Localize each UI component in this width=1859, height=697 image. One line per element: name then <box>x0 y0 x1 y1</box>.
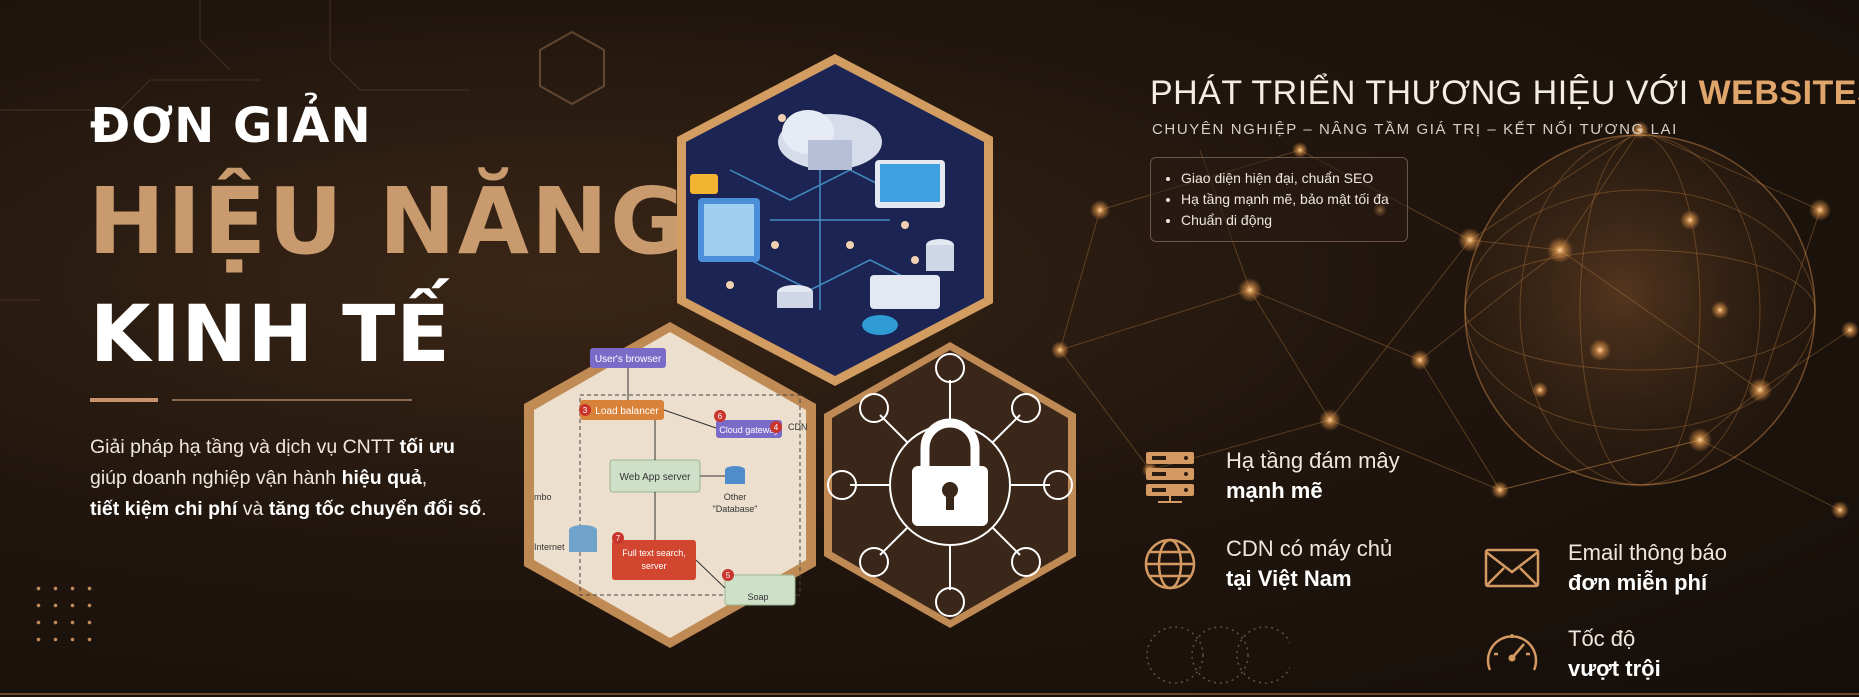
service-email: Email thông báo đơn miễn phí <box>1484 538 1727 598</box>
feature-list-box: Giao diện hiện đại, chuẩn SEO Hạ tầng mạ… <box>1150 157 1408 242</box>
hexagon-security-illustration <box>824 342 1076 628</box>
feature-item: Giao diện hiện đại, chuẩn SEO <box>1181 168 1407 189</box>
service-label-bold: đơn miễn phí <box>1568 570 1708 595</box>
accent-rule-long <box>172 399 412 401</box>
diagram-server: server <box>641 561 666 571</box>
diagram-cloud-gateway: Cloud gateway <box>719 425 779 435</box>
desc-bold: hiệu quả <box>341 467 422 489</box>
globe-network-graphic <box>1051 121 1859 519</box>
service-label: Email thông báo <box>1568 540 1727 565</box>
service-label: Hạ tầng đám mây <box>1226 448 1400 473</box>
diagram-badge: 3 <box>583 406 588 415</box>
diagram-database: "Database" <box>713 504 758 514</box>
diagram-internet: Internet <box>534 542 565 552</box>
diagram-full-text-search: Full text search, <box>622 548 686 558</box>
envelope-icon <box>1484 548 1540 588</box>
diagram-users-browser: User's browser <box>595 354 662 365</box>
diagram-load-balancer: Load balancer <box>595 406 659 417</box>
hexagon-cloud-illustration <box>677 54 993 386</box>
diagram-other: Other <box>724 492 747 502</box>
desc-text: giúp doanh nghiệp vận hành <box>90 467 342 489</box>
service-label-bold: vượt trội <box>1568 656 1661 681</box>
diagram-soap: Soap <box>747 592 768 602</box>
right-title-prefix: PHÁT TRIỂN THƯƠNG HIỆU VỚI <box>1150 74 1699 112</box>
headline-line-1: ĐƠN GIẢN <box>90 98 372 154</box>
feature-item: Chuẩn di động <box>1181 210 1407 231</box>
padlock-shackle-icon <box>920 418 980 468</box>
diagram-badge: 5 <box>726 571 731 580</box>
right-subtitle: CHUYÊN NGHIỆP – NÂNG TẦM GIÁ TRỊ – KẾT N… <box>1152 121 1678 138</box>
desc-text: . <box>481 498 487 520</box>
hexagon-architecture-diagram: User's browser Load balancer 3 Cloud gat… <box>524 322 816 648</box>
service-label: CDN có máy chủ <box>1226 536 1393 561</box>
desc-text: và <box>237 498 269 520</box>
diagram-web-app-server: Web App server <box>620 472 692 483</box>
diagram-badge: 6 <box>718 412 723 421</box>
diagram-badge: 7 <box>616 534 621 543</box>
desc-text: , <box>421 467 428 489</box>
diagram-cdn: CDN <box>788 422 808 432</box>
service-cdn: CDN có máy chủ tại Việt Nam <box>1142 534 1392 594</box>
desc-bold: tăng tốc chuyển đổi số <box>268 498 482 520</box>
service-label-bold: mạnh mẽ <box>1226 478 1323 503</box>
service-label-bold: tại Việt Nam <box>1226 566 1352 591</box>
service-label: Tốc độ <box>1568 626 1636 651</box>
desc-bold: tiết kiệm chi phí <box>90 498 238 520</box>
desc-text: Giải pháp hạ tầng và dịch vụ CNTT <box>90 436 400 458</box>
description: Giải pháp hạ tầng và dịch vụ CNTT tối ưu… <box>90 432 550 525</box>
feature-item: Hạ tầng mạnh mẽ, bảo mật tối đa <box>1181 189 1407 210</box>
desc-bold: tối ưu <box>399 436 455 458</box>
speedometer-icon <box>1486 634 1538 671</box>
globe-icon <box>1144 538 1196 590</box>
right-title: PHÁT TRIỂN THƯƠNG HIỆU VỚI WEBSITES <box>1150 74 1859 113</box>
decorative-dot-grid <box>30 580 100 650</box>
headline-line-2: HIỆU NĂNG <box>88 168 688 275</box>
server-rack-icon <box>1146 452 1194 503</box>
service-speed: Tốc độ vượt trội <box>1484 624 1661 684</box>
diagram-combo: mbo <box>534 492 552 502</box>
right-title-highlight: WEBSITES <box>1698 74 1859 112</box>
decorative-dotted-circles <box>1146 626 1290 684</box>
accent-rule-short <box>90 398 158 402</box>
headline-line-3: KINH TẾ <box>90 290 451 380</box>
diagram-badge: 4 <box>774 423 779 432</box>
service-cloud-infrastructure: Hạ tầng đám mây mạnh mẽ <box>1142 446 1400 506</box>
